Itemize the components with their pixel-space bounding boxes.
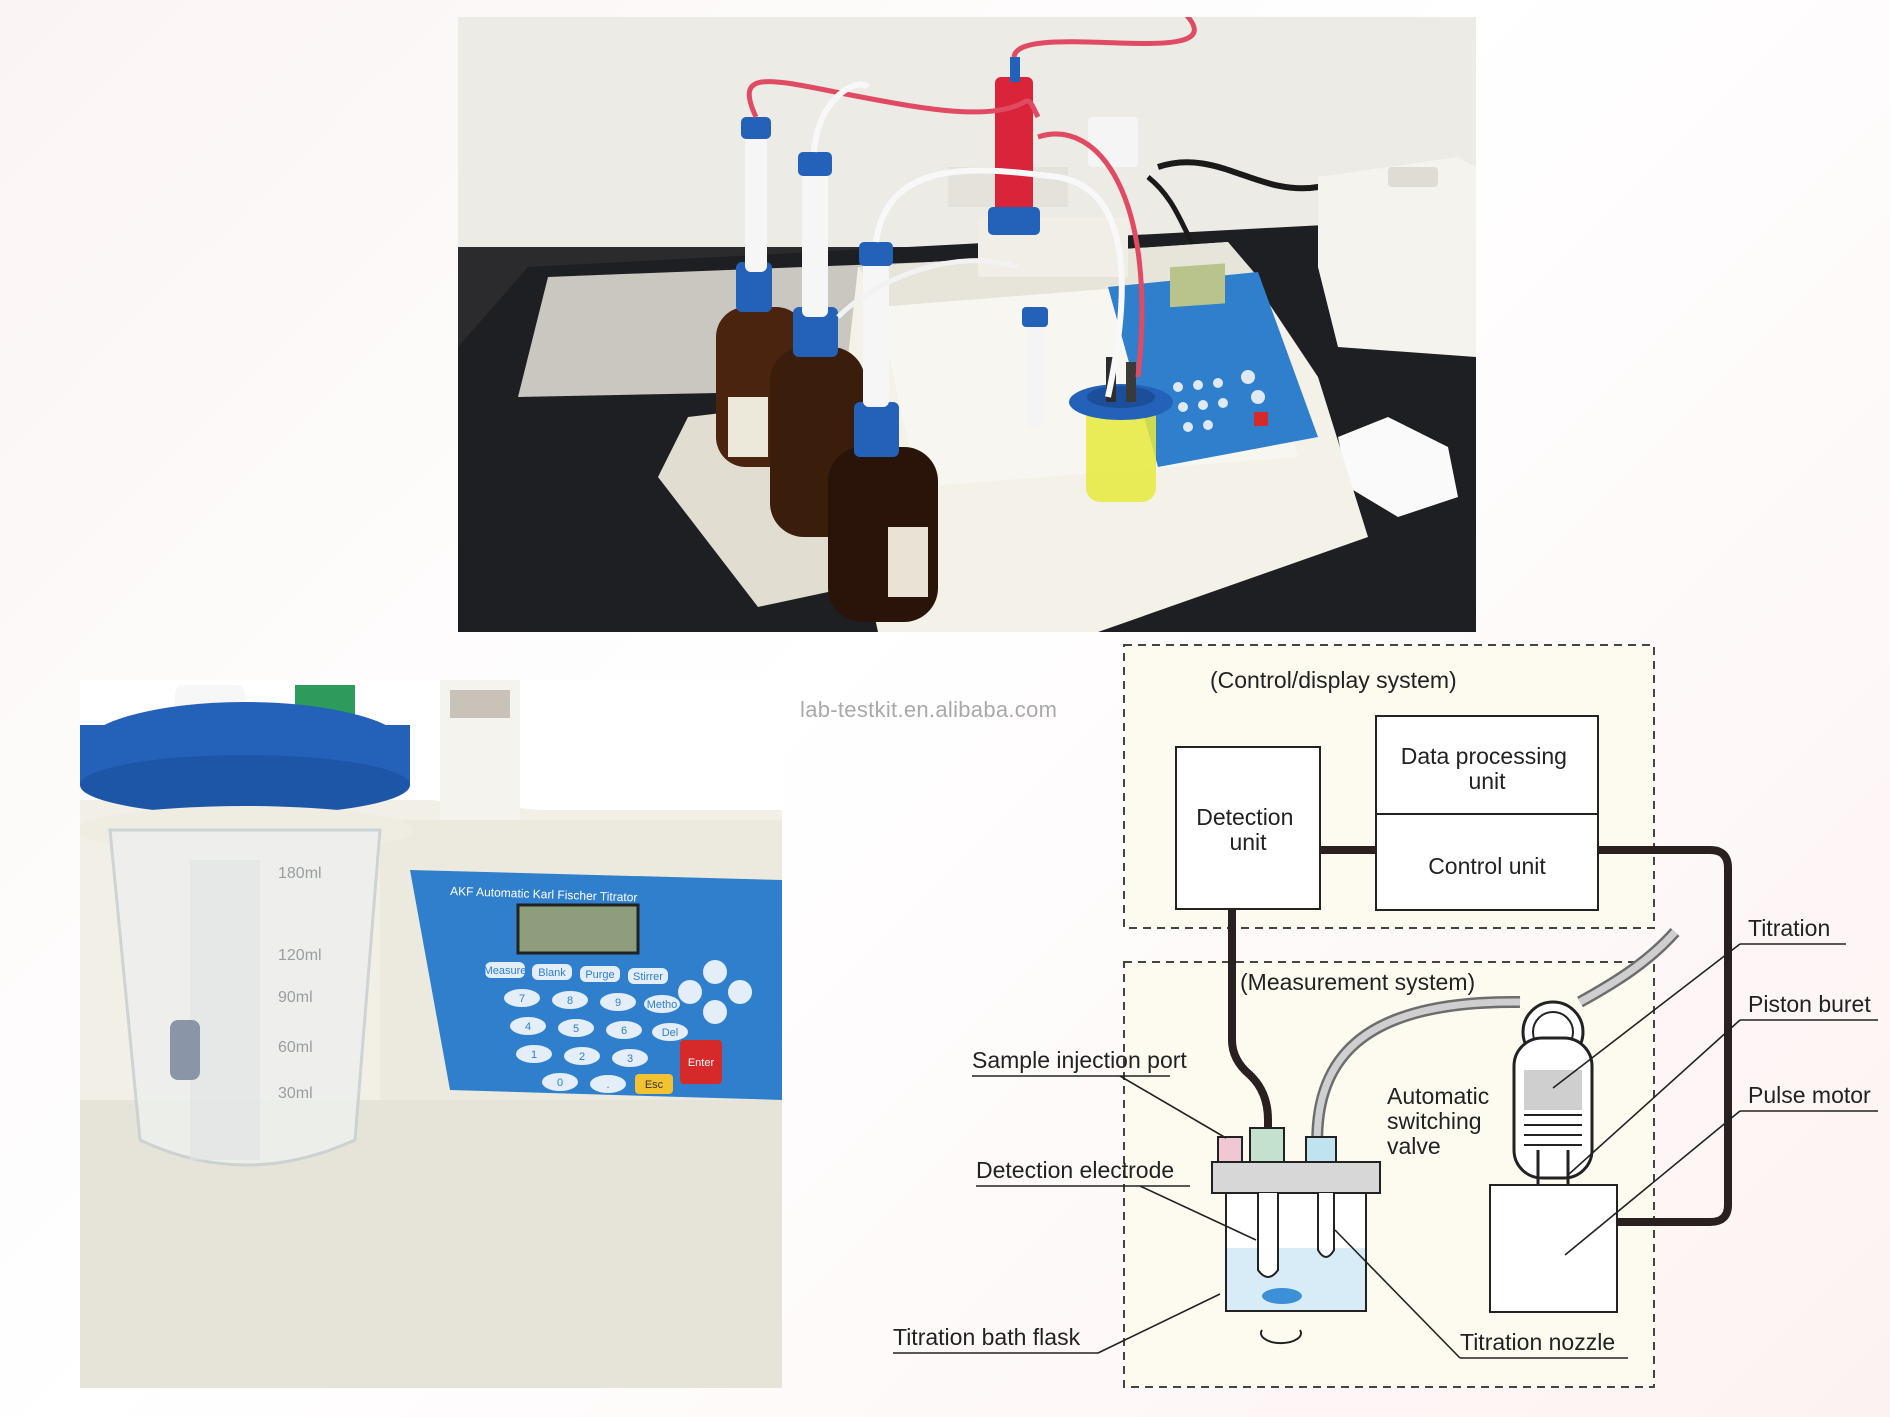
key-2: 2 (579, 1051, 585, 1063)
key-8: 8 (567, 995, 573, 1007)
data-processing-unit-label: Data processing unit (1401, 743, 1574, 794)
panel-title: AKF Automatic Karl Fischer Titrator (450, 884, 638, 905)
signal-cables (1228, 846, 1732, 1226)
key-9: 9 (615, 997, 621, 1009)
detection-unit-box (1175, 746, 1321, 910)
titration-label: Titration (1748, 915, 1830, 941)
key-stirrer: Stirrer (633, 971, 663, 983)
titrator-photo-top (458, 17, 1476, 632)
piston-buret-label: Piston buret (1748, 991, 1871, 1017)
beaker-graduations: 180ml 120ml 90ml 60ml 30ml (278, 865, 322, 1102)
key-blank: Blank (538, 967, 566, 979)
kf-titrator-block-diagram: (Control/display system) (Measurement sy… (893, 644, 1878, 1388)
key-0: 0 (557, 1077, 563, 1089)
titrator-setup-illustration (458, 17, 1476, 632)
key-dot: . (606, 1079, 609, 1091)
automatic-switching-valve-label: Automatic switching valve (1387, 1083, 1496, 1159)
watermark-text: lab-testkit.en.alibaba.com (800, 697, 1058, 722)
sample-injection-port-label: Sample injection port (972, 1047, 1187, 1073)
titration-bath-flask-label: Titration bath flask (893, 1324, 1081, 1350)
titration-nozzle-label: Titration nozzle (1460, 1329, 1615, 1355)
control-unit-box (1375, 813, 1599, 911)
beaker-mark-30: 30ml (278, 1085, 313, 1102)
detection-unit-label: Detection unit (1196, 804, 1300, 855)
key-3: 3 (627, 1053, 633, 1065)
titrator-photo-closeup: 180ml 120ml 90ml 60ml 30ml AKF Automatic… (80, 680, 782, 1388)
data-processing-unit-box (1375, 715, 1599, 815)
key-purge: Purge (585, 969, 614, 981)
beaker-mark-180: 180ml (278, 865, 322, 882)
key-enter: Enter (688, 1057, 715, 1069)
key-metho: Metho (647, 999, 678, 1011)
titrator-closeup-illustration: 180ml 120ml 90ml 60ml 30ml AKF Automatic… (80, 680, 782, 1388)
beaker-mark-90: 90ml (278, 989, 313, 1006)
key-esc: Esc (645, 1079, 664, 1091)
key-6: 6 (621, 1025, 627, 1037)
keypad: Measure Blank Purge Stirrer 7 8 9 Metho … (484, 960, 752, 1094)
key-del: Del (662, 1027, 679, 1039)
detection-electrode-label: Detection electrode (976, 1157, 1174, 1183)
pulse-motor-box (1489, 1184, 1618, 1313)
measurement-label: (Measurement system) (1240, 969, 1475, 995)
beaker-mark-120: 120ml (278, 947, 322, 964)
key-5: 5 (573, 1023, 579, 1035)
control-display-label: (Control/display system) (1210, 667, 1457, 693)
piston-buret (1512, 1000, 1594, 1205)
beaker-mark-60: 60ml (278, 1039, 313, 1056)
key-7: 7 (519, 993, 525, 1005)
control-unit-label: Control unit (1428, 853, 1546, 879)
titration-bath-flask (1211, 1127, 1381, 1345)
key-4: 4 (525, 1021, 531, 1033)
key-1: 1 (531, 1049, 537, 1061)
key-measure: Measure (484, 965, 527, 977)
leader-lines (893, 943, 1878, 1359)
pulse-motor-label: Pulse motor (1748, 1082, 1871, 1108)
